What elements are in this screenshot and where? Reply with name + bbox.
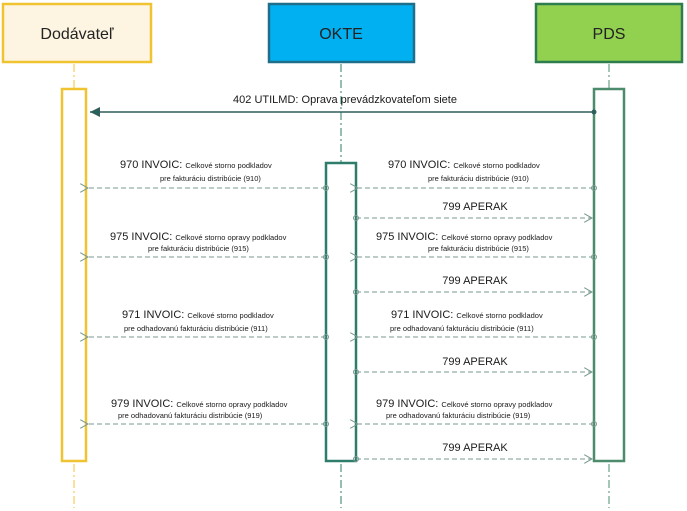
message-971-pds-okte: 971 INVOIC: Celkové storno podkladov pre…	[358, 309, 597, 340]
message-799-aperak-4: 799 APERAK	[353, 442, 593, 462]
message-979-right-line2: pre odhadovanú fakturáciu distribúcie (9…	[386, 411, 531, 420]
message-970-right-line2: pre fakturáciu distribúcie (910)	[428, 174, 529, 183]
svg-text:970 INVOIC: Celkové storno pod: 970 INVOIC: Celkové storno podkladov	[388, 159, 540, 171]
message-975-pds-okte: 975 INVOIC: Celkové storno opravy podkla…	[358, 231, 597, 260]
message-975-left-code: 975 INVOIC:	[110, 231, 172, 243]
message-970-right-code: 970 INVOIC:	[388, 159, 450, 171]
message-402-code: 402 UTILMD:	[233, 94, 298, 106]
participant-pds-label: PDS	[593, 26, 626, 43]
message-975-right-line1: Celkové storno opravy podkladov	[441, 233, 552, 242]
message-979-right-line1: Celkové storno opravy podkladov	[441, 400, 552, 409]
message-971-left-line2: pre odhadovanú fakturáciu distribúcie (9…	[124, 324, 268, 333]
svg-text:979 INVOIC: Celkové storno opr: 979 INVOIC: Celkové storno opravy podkla…	[376, 398, 553, 410]
message-970-left-line2: pre fakturáciu distribúcie (910)	[160, 174, 261, 183]
participant-supplier: Dodávateľ	[1, 2, 153, 64]
message-975-right-code: 975 INVOIC:	[376, 231, 438, 243]
svg-text:402 UTILMD: Oprava prevádzkova: 402 UTILMD: Oprava prevádzkovateľom siet…	[233, 94, 457, 106]
message-970-right-line1: Celkové storno podkladov	[453, 161, 540, 170]
message-799-aperak-3-label: 799 APERAK	[442, 356, 508, 368]
message-970-pds-okte: 970 INVOIC: Celkové storno podkladov pre…	[358, 159, 597, 191]
message-975-left-line2: pre fakturáciu distribúcie (915)	[148, 244, 249, 253]
svg-text:975 INVOIC: Celkové storno opr: 975 INVOIC: Celkové storno opravy podkla…	[110, 231, 287, 243]
svg-text:979 INVOIC: Celkové storno opr: 979 INVOIC: Celkové storno opravy podkla…	[111, 398, 288, 410]
message-979-okte-supplier: 979 INVOIC: Celkové storno opravy podkla…	[88, 398, 329, 427]
participant-okte: OKTE	[267, 2, 416, 64]
message-975-left-line1: Celkové storno opravy podkladov	[175, 233, 286, 242]
participant-supplier-label: Dodávateľ	[40, 26, 113, 43]
message-799-aperak-2-label: 799 APERAK	[442, 275, 508, 287]
svg-text:975 INVOIC: Celkové storno opr: 975 INVOIC: Celkové storno opravy podkla…	[376, 231, 553, 243]
message-799-aperak-1-label: 799 APERAK	[442, 201, 508, 213]
participant-pds: PDS	[534, 2, 684, 64]
message-979-left-line2: pre odhadovanú fakturáciu distribúcie (9…	[118, 411, 263, 420]
svg-text:970 INVOIC: Celkové storno pod: 970 INVOIC: Celkové storno podkladov	[120, 159, 272, 171]
message-971-right-code: 971 INVOIC:	[391, 309, 453, 321]
participant-okte-label: OKTE	[319, 26, 363, 43]
message-402-utilmd: 402 UTILMD: Oprava prevádzkovateľom siet…	[90, 94, 597, 117]
activation-pds	[592, 87, 626, 463]
message-971-left-line1: Celkové storno podkladov	[187, 311, 274, 320]
svg-text:971 INVOIC: Celkové storno pod: 971 INVOIC: Celkové storno podkladov	[122, 309, 274, 321]
activation-okte	[324, 161, 358, 463]
message-799-aperak-3: 799 APERAK	[353, 356, 593, 375]
activation-supplier	[60, 87, 88, 463]
message-971-right-line2: pre odhadovanú fakturáciu distribúcie (9…	[390, 324, 534, 333]
message-970-okte-supplier: 970 INVOIC: Celkové storno podkladov pre…	[88, 159, 329, 191]
message-971-left-code: 971 INVOIC:	[122, 309, 184, 321]
message-971-right-line1: Celkové storno podkladov	[456, 311, 543, 320]
message-975-okte-supplier: 975 INVOIC: Celkové storno opravy podkla…	[88, 231, 329, 260]
message-402-text: Oprava prevádzkovateľom siete	[302, 94, 457, 106]
message-970-left-code: 970 INVOIC:	[120, 159, 182, 171]
message-975-right-line2: pre fakturáciu distribúcie (915)	[428, 244, 529, 253]
message-799-aperak-4-label: 799 APERAK	[442, 442, 508, 454]
message-979-left-line1: Celkové storno opravy podkladov	[176, 400, 287, 409]
message-799-aperak-2: 799 APERAK	[353, 275, 593, 295]
message-979-left-code: 979 INVOIC:	[111, 398, 173, 410]
message-970-left-line1: Celkové storno podkladov	[185, 161, 272, 170]
message-799-aperak-1: 799 APERAK	[353, 201, 593, 221]
message-971-okte-supplier: 971 INVOIC: Celkové storno podkladov pre…	[88, 309, 329, 340]
message-979-right-code: 979 INVOIC:	[376, 398, 438, 410]
svg-text:971 INVOIC: Celkové storno pod: 971 INVOIC: Celkové storno podkladov	[391, 309, 543, 321]
message-979-pds-okte: 979 INVOIC: Celkové storno opravy podkla…	[358, 398, 597, 427]
